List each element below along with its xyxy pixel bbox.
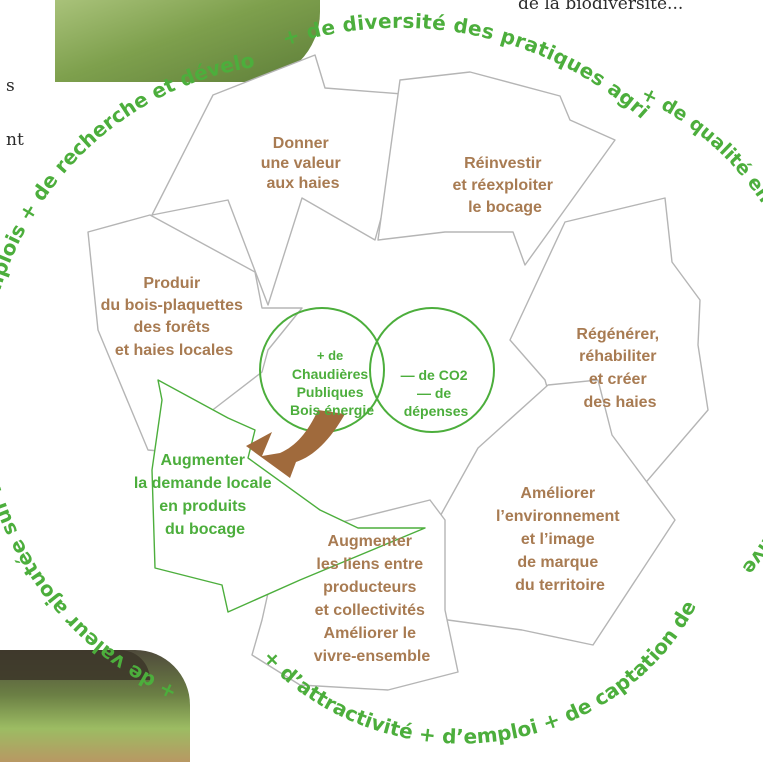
arrow-donner	[151, 54, 416, 306]
step-label-reinvestir: Réinvestir et réexploiter le bocage	[453, 155, 558, 216]
step-label-liens: Augmenter les liens entre producteurs et…	[314, 533, 431, 665]
arrow-produire	[87, 214, 303, 453]
arrow-reinvestir	[377, 71, 616, 266]
brown-curved-arrow	[246, 410, 345, 478]
circle-co2	[369, 307, 495, 433]
step-label-ameliorer: Améliorer l’environnement et l’image de …	[496, 485, 624, 594]
center-label-chaudieres: + de Chaudières Publiques Bois énergie	[290, 347, 374, 418]
photo-top	[55, 0, 320, 82]
step-label-regenerer: Régénérer, réhabiliter et créer des haie…	[576, 326, 663, 411]
center-label-co2: — de CO2 — de dépenses	[401, 367, 472, 419]
step-label-demande: Augmenter la demande locale en produits …	[134, 452, 276, 538]
photo-bottom-roof	[0, 650, 150, 680]
arrow-demande	[151, 379, 426, 613]
step-label-donner: Donner une valeur aux haies	[261, 135, 345, 192]
arrow-liens	[251, 499, 459, 691]
arrow-regenerer	[509, 197, 709, 531]
background-text-left-1: s	[6, 76, 15, 96]
cycle-arrows	[87, 54, 709, 691]
step-label-produire: Produir du bois-plaquettes des forêts et…	[101, 275, 248, 359]
background-text-left-2: nt	[6, 130, 24, 150]
background-text-top-right: de la biodiversité...	[518, 0, 684, 14]
